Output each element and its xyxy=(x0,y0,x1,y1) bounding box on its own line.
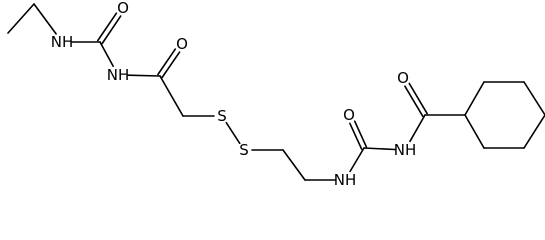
bond-c_eth2-n1 xyxy=(33,3,57,35)
atom-label-s1: S xyxy=(217,107,227,125)
atom-label-n2: NH xyxy=(107,66,130,84)
bond-c_amide-o4-a xyxy=(408,82,429,115)
bond-c_eth1-c_eth2 xyxy=(7,3,35,34)
chemical-structure-diagram: NH O NH O SS NH O NH O xyxy=(7,0,545,189)
bond-r4-r5 xyxy=(523,114,545,149)
bond-c_urea1-n2 xyxy=(99,41,114,67)
bond-c_acyl-o2-a xyxy=(161,51,181,79)
bond-c_urea1-o1-b xyxy=(97,12,118,42)
bond-r6-r1 xyxy=(464,114,485,149)
atom-label-s2: S xyxy=(239,141,249,159)
bond-c_urea1-o1-a xyxy=(101,15,122,45)
bond-layer xyxy=(7,3,545,181)
bond-c_acyl-o2-b xyxy=(157,48,177,76)
bond-r1-r2 xyxy=(464,81,485,116)
atom-label-n3: NH xyxy=(334,171,357,189)
atom-label-o4: O xyxy=(397,69,409,87)
atom-label-o3: O xyxy=(343,106,355,124)
bond-n3-c_urea2 xyxy=(349,147,365,173)
bond-c_urea2-o3-b xyxy=(349,122,363,150)
atom-label-layer: NH O NH O SS NH O NH O xyxy=(51,0,417,189)
bond-r3-r4 xyxy=(523,81,545,116)
bond-c_urea2-o3-a xyxy=(353,120,368,148)
atom-label-n1: NH xyxy=(51,33,74,51)
bond-c_acyl-c_ch2a xyxy=(159,75,184,117)
atom-label-n4: NH xyxy=(394,141,417,159)
bond-c_amide-o4-b xyxy=(404,85,424,118)
bond-c_urea2-n4 xyxy=(363,147,396,151)
atom-label-o2: O xyxy=(176,35,188,53)
bond-s1-s2 xyxy=(225,121,241,145)
bond-n4-c_amide xyxy=(409,114,426,143)
atom-label-o1: O xyxy=(117,0,129,17)
bond-c_ch2b-c_ch2c xyxy=(282,149,306,181)
bond-n2-c_acyl xyxy=(127,74,161,77)
